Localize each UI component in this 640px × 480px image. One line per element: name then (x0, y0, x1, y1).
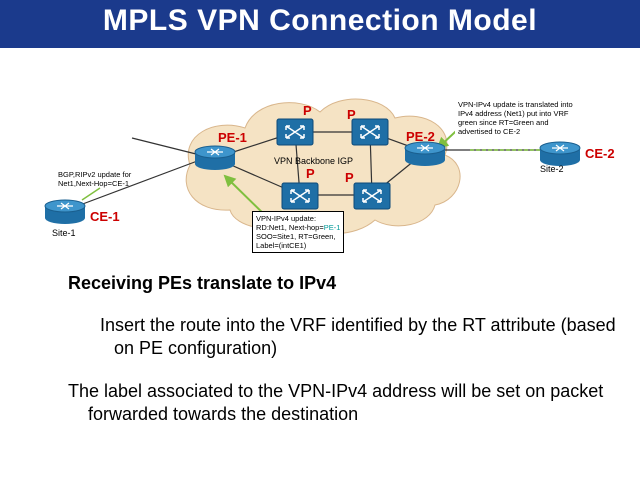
site2-label: Site-2 (540, 164, 564, 174)
ce2-label: CE-2 (585, 146, 615, 161)
pe1-label: PE-1 (218, 130, 247, 145)
p-label-3: P (306, 166, 315, 181)
site1-label: Site-1 (52, 228, 76, 238)
p-switch-1 (276, 118, 314, 146)
update-note-line4: Label=(intCE1) (256, 241, 307, 250)
update-note-line2a: RD:Net1, Next-hop= (256, 223, 324, 232)
bullet-receiving-pes: Receiving PEs translate to IPv4 (68, 273, 337, 293)
bgp-note-line: BGP,RIPv2 update for (58, 170, 132, 179)
ce1-arrow (81, 187, 101, 201)
header-bar: MPLS VPN Connection Model (0, 0, 640, 48)
update-note-line3: SOO=Site1, RT=Green, (256, 232, 336, 241)
p-switch-4 (353, 182, 391, 210)
page-title: MPLS VPN Connection Model (102, 4, 538, 37)
bgp-note: BGP,RIPv2 update for Net1,Next-Hop=CE-1 (58, 170, 131, 188)
pe2-router (404, 141, 446, 166)
backbone-label: VPN Backbone IGP (274, 156, 354, 166)
p-switch-2 (351, 118, 389, 146)
bgp-note-line: Net1,Next-Hop=CE-1 (58, 179, 130, 188)
translate-note: VPN-IPv4 update is translated into IPv4 … (455, 98, 576, 138)
update-note-line1: VPN-IPv4 update: (256, 214, 317, 223)
vpn-update-note: VPN-IPv4 update: RD:Net1, Next-hop=PE-1 … (252, 211, 345, 253)
pe1-router (194, 145, 236, 170)
translate-note-line: IPv4 address (Net1) put into VRF (458, 109, 569, 118)
translate-note-line: VPN-IPv4 update is translated into (458, 100, 573, 109)
translate-note-line: green since RT=Green and (458, 118, 549, 127)
update-note-line2: RD:Net1, Next-hop=PE-1 (256, 223, 340, 232)
ce2-router (539, 141, 581, 166)
bullet-insert-route: Insert the route into the VRF identified… (100, 315, 616, 358)
translate-note-line: advertised to CE-2 (458, 127, 521, 136)
ce1-router (44, 199, 86, 224)
p-label-4: P (345, 170, 354, 185)
bullet-label: The label associated to the VPN-IPv4 add… (68, 381, 604, 424)
update-note-line2b: PE-1 (323, 223, 341, 232)
ce1-label: CE-1 (90, 209, 120, 224)
p-switch-3 (281, 182, 319, 210)
p-label-1: P (303, 103, 312, 118)
pe2-label: PE-2 (406, 129, 435, 144)
p-label-2: P (347, 107, 356, 122)
